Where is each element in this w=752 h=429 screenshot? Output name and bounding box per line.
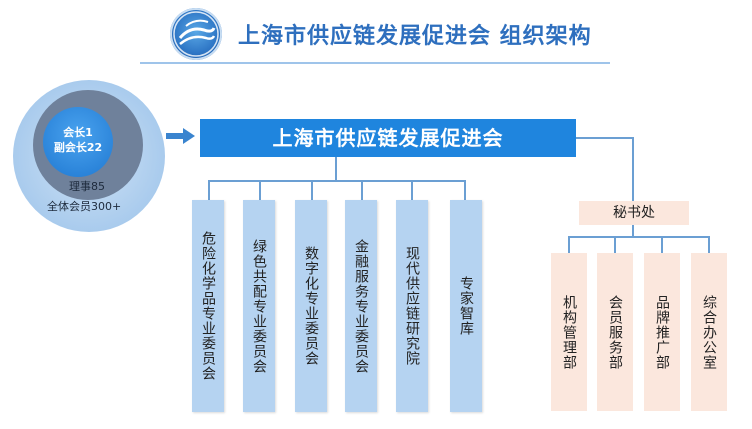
connector-d3 xyxy=(661,236,663,253)
connector-d2 xyxy=(614,236,616,253)
connector-committees-bus xyxy=(208,180,466,182)
connector-c1 xyxy=(208,180,210,200)
connector-main-down xyxy=(335,157,337,181)
association-logo-icon xyxy=(170,8,222,60)
connector-c3 xyxy=(311,180,313,200)
connector-main-right xyxy=(576,137,634,139)
secretariat-box: 秘书处 xyxy=(579,201,689,225)
connector-c6 xyxy=(464,180,466,200)
committee-green-distribution: 绿色共配专业委员会 xyxy=(243,200,275,412)
connector-c5 xyxy=(411,180,413,200)
arrow-right-head xyxy=(183,128,195,144)
committee-financial-services: 金融服务专业委员会 xyxy=(345,200,377,412)
arrow-right-icon xyxy=(166,133,184,139)
president-count: 会长1 xyxy=(63,126,93,139)
modern-supply-chain-institute: 现代供应链研究院 xyxy=(396,200,428,412)
connector-c2 xyxy=(259,180,261,200)
dept-member-services: 会员服务部 xyxy=(597,253,633,411)
dept-general-office: 综合办公室 xyxy=(691,253,727,411)
leadership-circle xyxy=(43,107,113,177)
committee-hazardous-chemicals: 危险化学品专业委员会 xyxy=(192,200,224,412)
connector-sec-down xyxy=(632,225,634,237)
all-members-count: 全体会员300+ xyxy=(47,200,122,213)
dept-institution-management: 机构管理部 xyxy=(551,253,587,411)
dept-brand-promotion: 品牌推广部 xyxy=(644,253,680,411)
title-divider xyxy=(140,62,610,64)
connector-d4 xyxy=(708,236,710,253)
main-org-box: 上海市供应链发展促进会 xyxy=(200,119,576,157)
page-title: 上海市供应链发展促进会 组织架构 xyxy=(238,24,592,49)
expert-think-tank: 专家智库 xyxy=(450,200,482,412)
connector-d1 xyxy=(568,236,570,253)
vice-president-count: 副会长22 xyxy=(53,141,103,154)
connector-secretariat-down xyxy=(632,137,634,201)
connector-c4 xyxy=(361,180,363,200)
connector-departments-bus xyxy=(568,236,710,238)
committee-digitalization: 数字化专业委员会 xyxy=(295,200,327,412)
directors-count: 理事85 xyxy=(69,180,105,193)
